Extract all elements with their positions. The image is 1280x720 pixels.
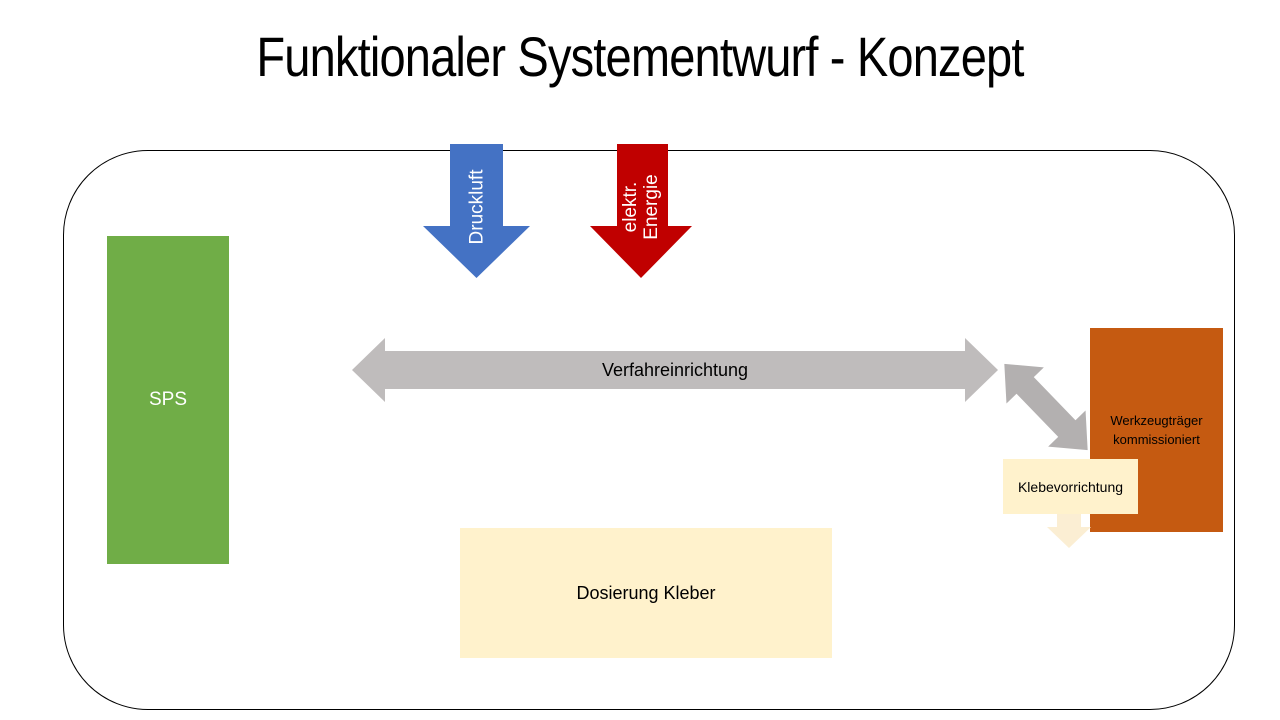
verfahreinrichtung-label: Verfahreinrichtung: [601, 359, 749, 380]
energie-label-line2: Energie: [641, 174, 662, 240]
werkzeugtraeger-label-line1: Werkzeugträger: [1110, 413, 1203, 428]
double-arrow-icon: [1004, 363, 1088, 451]
werkzeugtraeger-label-line2: kommissioniert: [1113, 432, 1200, 447]
werkzeugtraeger-box: Werkzeugträger kommissioniert: [1090, 328, 1223, 532]
double-arrow-icon: [352, 338, 998, 402]
klebevorrichtung-box: Klebevorrichtung: [1003, 459, 1138, 514]
energie-label-line1: elektr.: [620, 181, 641, 233]
energie-label: elektr. Energie: [620, 174, 662, 240]
druckluft-label: Druckluft: [466, 169, 487, 245]
klebevorrichtung-label: Klebevorrichtung: [1017, 478, 1124, 495]
sps-label: SPS: [148, 389, 188, 410]
energie-input-arrow: elektr. Energie: [590, 144, 692, 278]
page-title: Funktionaler Systementwurf - Konzept: [256, 24, 1024, 88]
down-arrow-icon: [590, 144, 692, 278]
verfahreinrichtung-arrow: Verfahreinrichtung: [352, 338, 998, 402]
dosierung-kleber-box: Dosierung Kleber: [460, 528, 832, 658]
down-arrow-icon: [1047, 514, 1091, 548]
klebevorrichtung-down-arrow: [1047, 514, 1091, 548]
dosierung-kleber-label: Dosierung Kleber: [576, 582, 716, 603]
druckluft-input-arrow: Druckluft: [423, 144, 530, 278]
diagonal-double-arrow: [983, 343, 1110, 471]
sps-box: SPS: [107, 236, 229, 564]
down-arrow-icon: [423, 144, 530, 278]
